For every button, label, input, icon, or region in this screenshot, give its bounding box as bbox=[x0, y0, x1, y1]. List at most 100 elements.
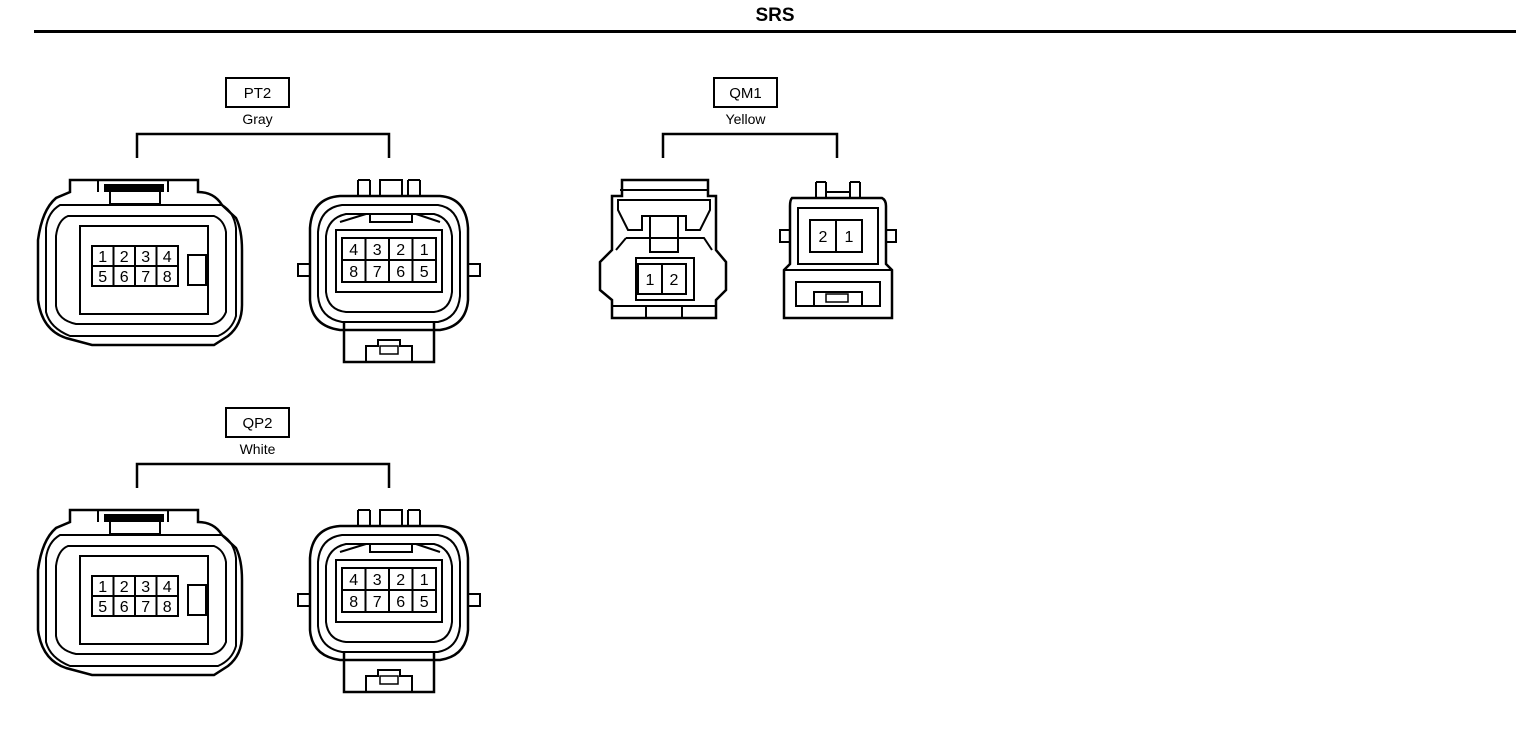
connector-code-box bbox=[713, 77, 778, 108]
pin-cell: 4 bbox=[155, 245, 179, 267]
connector-code-box bbox=[225, 407, 290, 438]
pin-number: 1 bbox=[845, 229, 854, 246]
pin-cell: 3 bbox=[134, 575, 158, 597]
pin-cell: 2 bbox=[388, 237, 414, 261]
pin-cell: 1 bbox=[637, 263, 663, 295]
pin-number: 4 bbox=[163, 249, 172, 266]
pin-number: 5 bbox=[98, 599, 107, 616]
pin-number: 6 bbox=[396, 594, 405, 611]
pin-cell: 2 bbox=[661, 263, 687, 295]
pin-cell: 5 bbox=[411, 589, 437, 613]
pin-number: 4 bbox=[163, 579, 172, 596]
pin-number: 7 bbox=[373, 264, 382, 281]
male-connector-housing bbox=[779, 181, 897, 320]
pin-cell: 1 bbox=[91, 245, 115, 267]
pin-number: 1 bbox=[420, 572, 429, 589]
pin-number: 5 bbox=[420, 594, 429, 611]
pin-cell: 2 bbox=[112, 575, 136, 597]
pin-number: 2 bbox=[396, 572, 405, 589]
pin-number: 6 bbox=[120, 599, 129, 616]
pin-number: 3 bbox=[373, 572, 382, 589]
pin-number: 2 bbox=[120, 579, 129, 596]
pin-cell: 5 bbox=[411, 259, 437, 283]
pin-number: 2 bbox=[670, 272, 679, 289]
pin-cell: 8 bbox=[341, 589, 367, 613]
pin-cell: 4 bbox=[341, 237, 367, 261]
pin-cell: 6 bbox=[388, 259, 414, 283]
pin-cell: 1 bbox=[835, 219, 863, 253]
pair-bracket bbox=[135, 132, 391, 158]
pin-number: 2 bbox=[819, 229, 828, 246]
connector-code: QM1 bbox=[729, 85, 762, 102]
pin-number: 1 bbox=[646, 272, 655, 289]
pin-cell: 1 bbox=[91, 575, 115, 597]
pin-number: 3 bbox=[141, 579, 150, 596]
connector-color: White bbox=[240, 441, 276, 457]
pin-number: 4 bbox=[349, 572, 358, 589]
pin-number: 8 bbox=[163, 599, 172, 616]
connector-code-box bbox=[225, 77, 290, 108]
pin-number: 7 bbox=[141, 599, 150, 616]
pin-number: 3 bbox=[373, 242, 382, 259]
pin-cell: 4 bbox=[341, 567, 367, 591]
pin-number: 3 bbox=[141, 249, 150, 266]
pin-cell: 3 bbox=[364, 237, 390, 261]
pin-number: 8 bbox=[163, 269, 172, 286]
pin-number: 7 bbox=[141, 269, 150, 286]
connector-code: QP2 bbox=[242, 415, 272, 432]
pin-number: 2 bbox=[120, 249, 129, 266]
pin-number: 8 bbox=[349, 264, 358, 281]
pin-number: 6 bbox=[120, 269, 129, 286]
pin-cell: 8 bbox=[341, 259, 367, 283]
pin-cell: 5 bbox=[91, 265, 115, 287]
pin-cell: 7 bbox=[364, 589, 390, 613]
pin-number: 1 bbox=[98, 579, 107, 596]
connector-color: Yellow bbox=[726, 111, 767, 127]
pin-number: 5 bbox=[98, 269, 107, 286]
female-connector-housing bbox=[36, 178, 244, 347]
pin-number: 6 bbox=[396, 264, 405, 281]
connector-code: PT2 bbox=[244, 85, 272, 102]
title-underline bbox=[34, 30, 1516, 33]
pin-cell: 7 bbox=[134, 595, 158, 617]
pin-cell: 6 bbox=[112, 265, 136, 287]
pin-cell: 6 bbox=[112, 595, 136, 617]
pin-cell: 2 bbox=[809, 219, 837, 253]
pin-number: 4 bbox=[349, 242, 358, 259]
pin-cell: 5 bbox=[91, 595, 115, 617]
page-title: SRS bbox=[755, 5, 795, 26]
pair-bracket bbox=[135, 462, 391, 488]
pair-bracket bbox=[661, 132, 839, 158]
pin-number: 8 bbox=[349, 594, 358, 611]
pin-cell: 1 bbox=[411, 237, 437, 261]
pin-cell: 8 bbox=[155, 265, 179, 287]
connector-color: Gray bbox=[242, 111, 272, 127]
pin-number: 1 bbox=[98, 249, 107, 266]
pin-cell: 6 bbox=[388, 589, 414, 613]
pin-cell: 7 bbox=[364, 259, 390, 283]
pin-number: 5 bbox=[420, 264, 429, 281]
pin-cell: 8 bbox=[155, 595, 179, 617]
pin-cell: 1 bbox=[411, 567, 437, 591]
pin-cell: 2 bbox=[112, 245, 136, 267]
pin-cell: 7 bbox=[134, 265, 158, 287]
pin-number: 1 bbox=[420, 242, 429, 259]
female-connector-housing bbox=[598, 178, 728, 320]
female-connector-housing bbox=[36, 508, 244, 677]
pin-cell: 3 bbox=[134, 245, 158, 267]
pin-cell: 2 bbox=[388, 567, 414, 591]
pin-number: 2 bbox=[396, 242, 405, 259]
pin-cell: 4 bbox=[155, 575, 179, 597]
pin-cell: 3 bbox=[364, 567, 390, 591]
pin-number: 7 bbox=[373, 594, 382, 611]
